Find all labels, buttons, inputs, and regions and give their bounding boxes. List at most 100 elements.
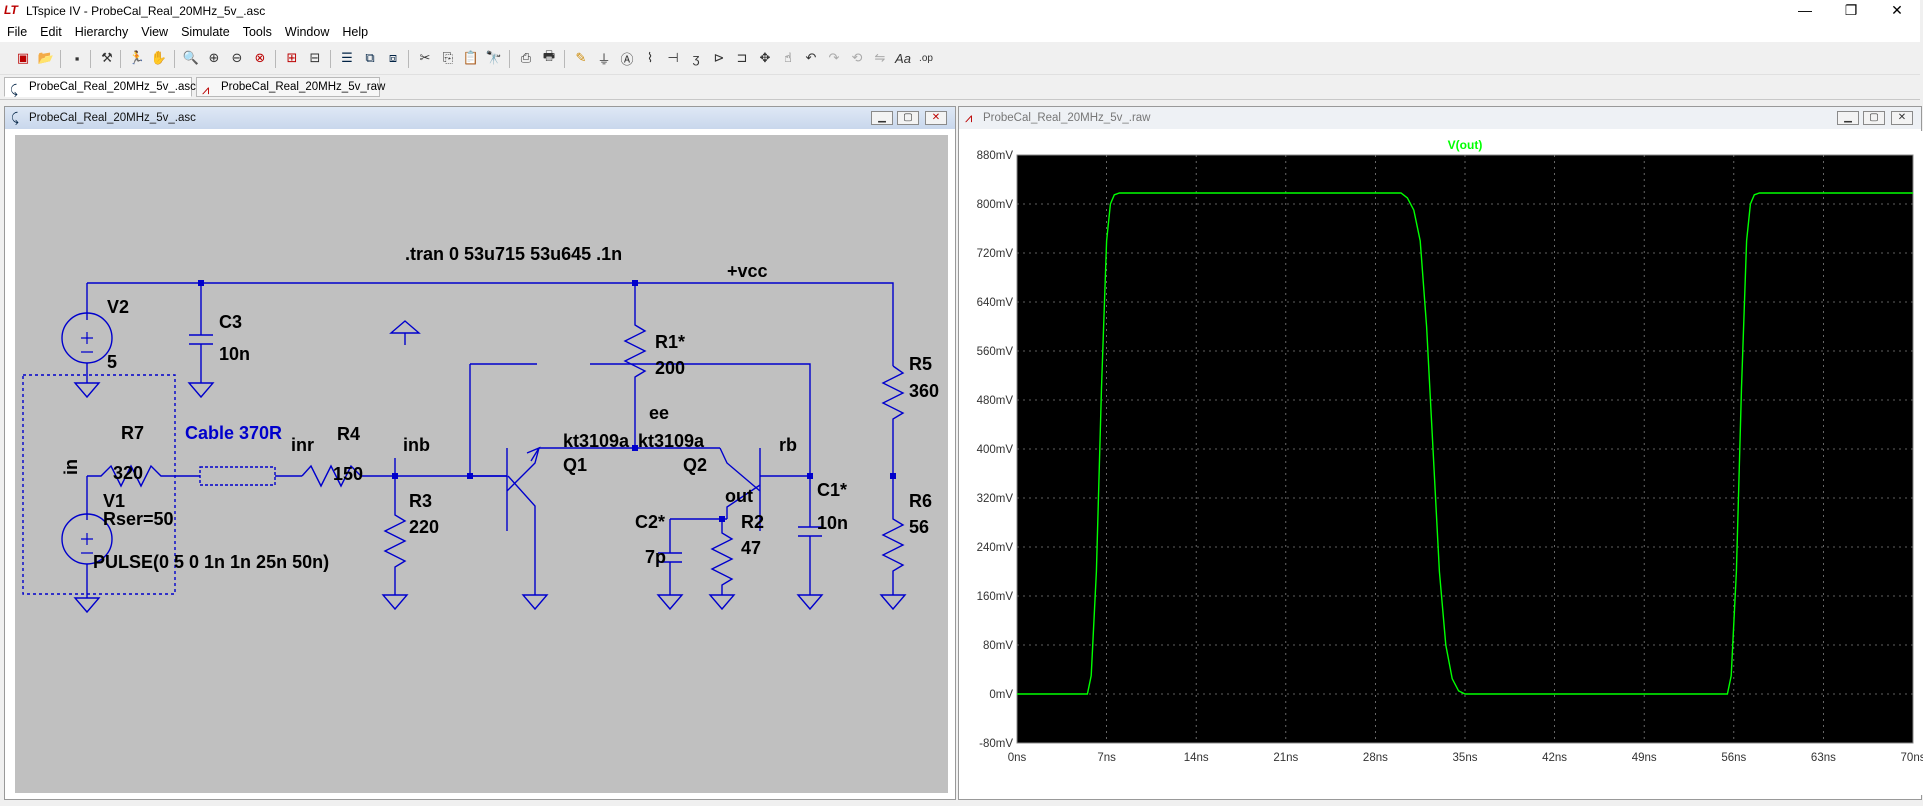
c1-capacitor — [798, 476, 822, 595]
trace-title: V(out) — [1448, 138, 1483, 152]
pan-icon[interactable]: ⊕ — [208, 50, 220, 65]
q2-model: kt3109a — [638, 431, 705, 451]
r3-resistor — [383, 458, 407, 595]
r5-resistor — [881, 365, 905, 476]
schematic-minimize-button[interactable]: ▁ — [871, 111, 893, 125]
v1-rser: Rser=50 — [103, 509, 174, 529]
vout-trace — [1017, 192, 1913, 695]
y-tick-label: -80mV — [979, 738, 1013, 750]
schematic-window: ⤹ ProbeCal_Real_20MHz_5v_.asc ▁ ▢ ✕ — [4, 106, 956, 800]
cable-box — [199, 466, 276, 486]
print-preview-icon[interactable]: ⎙ — [520, 50, 532, 65]
new-schematic-icon[interactable]: ▣ — [16, 50, 30, 65]
c2-capacitor — [658, 518, 727, 595]
net-label-inr: inr — [291, 435, 314, 455]
spice-directive-icon[interactable]: .op — [919, 52, 933, 64]
ground-icon — [73, 597, 101, 614]
rotate-icon[interactable]: ⟲ — [851, 50, 863, 65]
restore-button[interactable]: ❐ — [1844, 2, 1858, 18]
close-button[interactable]: ✕ — [1891, 2, 1903, 18]
menu-file[interactable]: File — [7, 25, 28, 39]
schematic-maximize-button[interactable]: ▢ — [897, 111, 919, 125]
x-tick-label: 42ns — [1542, 752, 1567, 764]
schematic-canvas[interactable]: .tran 0 53u715 53u645 .1n +vcc V2 5 C3 1… — [15, 135, 948, 793]
menu-edit[interactable]: Edit — [40, 25, 62, 39]
app-logo-icon: LT — [4, 3, 18, 17]
v2-label: V2 — [107, 297, 129, 317]
waveform-minimize-button[interactable]: ▁ — [1837, 111, 1859, 125]
x-tick-label: 35ns — [1453, 752, 1478, 764]
c2-label: C2* — [635, 512, 665, 532]
zoom-fit-icon[interactable]: ⊗ — [254, 50, 266, 65]
zoom-in-icon[interactable]: 🔍 — [182, 50, 200, 65]
move-icon[interactable]: ✥ — [759, 50, 771, 65]
c2-value: 7p — [645, 547, 666, 567]
print-icon[interactable]: 🖶 — [542, 48, 556, 63]
component-icon[interactable]: ⊐ — [736, 50, 748, 65]
save-icon[interactable]: ▪ — [74, 50, 80, 66]
vcc-rail-wire — [87, 282, 894, 366]
control-panel-icon[interactable]: ⚒ — [101, 50, 113, 65]
halt-icon[interactable]: ✋ — [150, 50, 168, 65]
menu-window[interactable]: Window — [284, 25, 330, 39]
r4-resistor — [301, 464, 395, 488]
c3-label: C3 — [219, 312, 242, 332]
label-net-icon[interactable]: Ⓐ — [620, 51, 634, 67]
open-icon[interactable]: 📂 — [37, 50, 55, 65]
x-tick-label: 63ns — [1811, 752, 1836, 764]
undo-icon[interactable]: ↶ — [805, 50, 817, 65]
menu-help[interactable]: Help — [342, 25, 369, 39]
pulse-source-text: PULSE(0 5 0 1n 1n 25n 50n) — [93, 552, 329, 572]
delete-trace-icon[interactable]: ⊟ — [309, 50, 321, 65]
subcircuit-box — [22, 374, 176, 595]
x-tick-label: 0ns — [1008, 752, 1027, 764]
find-icon[interactable]: 🔭 — [485, 50, 503, 65]
paste-icon[interactable]: 📋 — [462, 50, 480, 65]
run-icon[interactable]: 🏃 — [128, 50, 146, 65]
inductor-icon[interactable]: ʒ — [692, 50, 700, 66]
r6-label: R6 — [909, 491, 932, 511]
schematic-close-button[interactable]: ✕ — [925, 111, 947, 125]
net-label-inb: inb — [403, 435, 430, 455]
zoom-out-icon[interactable]: ⊖ — [231, 50, 243, 65]
c1-value: 10n — [817, 513, 848, 533]
r6-resistor — [881, 476, 905, 595]
redo-icon[interactable]: ↷ — [828, 50, 840, 65]
mirror-icon[interactable]: ⇋ — [874, 50, 886, 65]
net-label-out: out — [725, 486, 753, 506]
tab-schematic[interactable]: ⤹ ProbeCal_Real_20MHz_5v_.asc — [4, 77, 196, 97]
x-tick-label: 14ns — [1184, 752, 1209, 764]
menu-tools[interactable]: Tools — [242, 25, 272, 39]
ground-icon[interactable]: ⏚ — [597, 51, 611, 67]
q2-transistor — [719, 447, 810, 531]
menu-view[interactable]: View — [141, 25, 169, 39]
tile-vertical-icon[interactable]: ⧈ — [388, 50, 398, 65]
waveform-close-button[interactable]: ✕ — [1891, 111, 1913, 125]
ground-icon — [521, 594, 549, 611]
y-tick-label: 640mV — [977, 297, 1014, 309]
tab-schematic-label: ProbeCal_Real_20MHz_5v_.asc — [29, 81, 196, 93]
cascade-icon[interactable]: ⧉ — [365, 50, 375, 65]
minimize-button[interactable]: — — [1798, 2, 1812, 18]
capacitor-icon[interactable]: ⊣ — [667, 50, 679, 65]
schematic-window-title: ProbeCal_Real_20MHz_5v_.asc — [29, 112, 196, 124]
r2-value: 47 — [741, 538, 761, 558]
resistor-icon[interactable]: ⌇ — [646, 50, 654, 65]
menu-hierarchy[interactable]: Hierarchy — [74, 25, 129, 39]
cut-icon[interactable]: ✂ — [419, 50, 431, 65]
tile-horizontal-icon[interactable]: ☰ — [341, 50, 353, 65]
waveform-maximize-button[interactable]: ▢ — [1863, 111, 1885, 125]
menu-simulate[interactable]: Simulate — [181, 25, 230, 39]
x-tick-label: 21ns — [1273, 752, 1298, 764]
tab-waveform[interactable]: ⩘ ProbeCal_Real_20MHz_5v_raw — [196, 77, 385, 97]
text-icon[interactable]: Aa — [895, 50, 911, 66]
y-tick-label: 480mV — [977, 395, 1014, 407]
x-tick-label: 49ns — [1632, 752, 1657, 764]
drag-icon[interactable]: ☝ — [784, 50, 792, 65]
draw-wire-icon[interactable]: ✎ — [575, 50, 587, 65]
copy-icon[interactable]: ⎘ — [442, 50, 454, 65]
autorange-icon[interactable]: ⊞ — [286, 50, 298, 65]
diode-icon[interactable]: ⊳ — [713, 50, 725, 65]
y-tick-label: 400mV — [977, 444, 1014, 456]
